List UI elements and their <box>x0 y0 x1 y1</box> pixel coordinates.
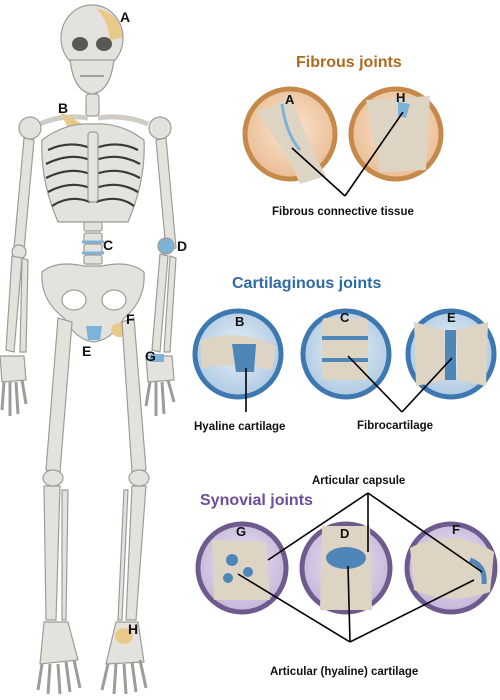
cartilage-circle-b-label: B <box>235 314 245 329</box>
femur-right <box>121 317 147 473</box>
femur-left <box>45 317 73 473</box>
cartilaginous-panel <box>192 308 497 413</box>
synovial-heading: Synovial joints <box>200 492 313 509</box>
forearm-left <box>5 255 23 353</box>
skeleton-label-b: B <box>58 100 69 116</box>
articular-capsule-caption: Articular capsule <box>312 475 406 487</box>
skeleton-label-d: D <box>177 238 188 254</box>
synovial-circle-f-label: F <box>452 522 460 537</box>
skeleton-label-c: C <box>103 237 114 253</box>
tibia-left <box>43 485 61 621</box>
fibrous-panel <box>242 86 444 197</box>
synovial-circle-d-label: D <box>340 526 350 541</box>
foot-right <box>100 621 148 695</box>
humerus-right <box>155 137 177 251</box>
fibrocartilage-caption: Fibrocartilage <box>357 420 434 432</box>
fibrous-heading: Fibrous joints <box>296 54 402 71</box>
forearm-right <box>151 253 169 353</box>
foot-left <box>36 621 82 695</box>
humerus-left <box>13 137 35 251</box>
clavicle-right <box>97 114 149 127</box>
skeleton-label-f: F <box>126 311 135 327</box>
fibrous-caption: Fibrous connective tissue <box>272 206 414 218</box>
skeleton-label-h: H <box>128 621 139 637</box>
synovial-circle-g-label: G <box>236 524 247 539</box>
fibrous-circle-a-label: A <box>285 92 295 107</box>
skeleton-label-e: E <box>82 343 92 359</box>
synovial-panel <box>195 492 498 643</box>
articular-cartilage-caption: Articular (hyaline) cartilage <box>270 666 419 678</box>
cartilage-circle-e-label: E <box>447 310 456 325</box>
jaw <box>69 59 115 95</box>
hand-left <box>0 355 28 416</box>
fibrous-circle-h-label: H <box>396 90 406 105</box>
skull-suture-area <box>96 8 122 40</box>
tibia-right <box>125 485 147 621</box>
hand-right <box>144 354 176 416</box>
cartilaginous-heading: Cartilaginous joints <box>232 275 382 292</box>
hyaline-caption: Hyaline cartilage <box>194 421 286 433</box>
skeleton-label-a: A <box>120 9 131 25</box>
skeleton-illustration <box>0 4 177 695</box>
cartilage-circle-c-label: C <box>340 310 350 325</box>
skeleton-label-g: G <box>145 348 156 364</box>
